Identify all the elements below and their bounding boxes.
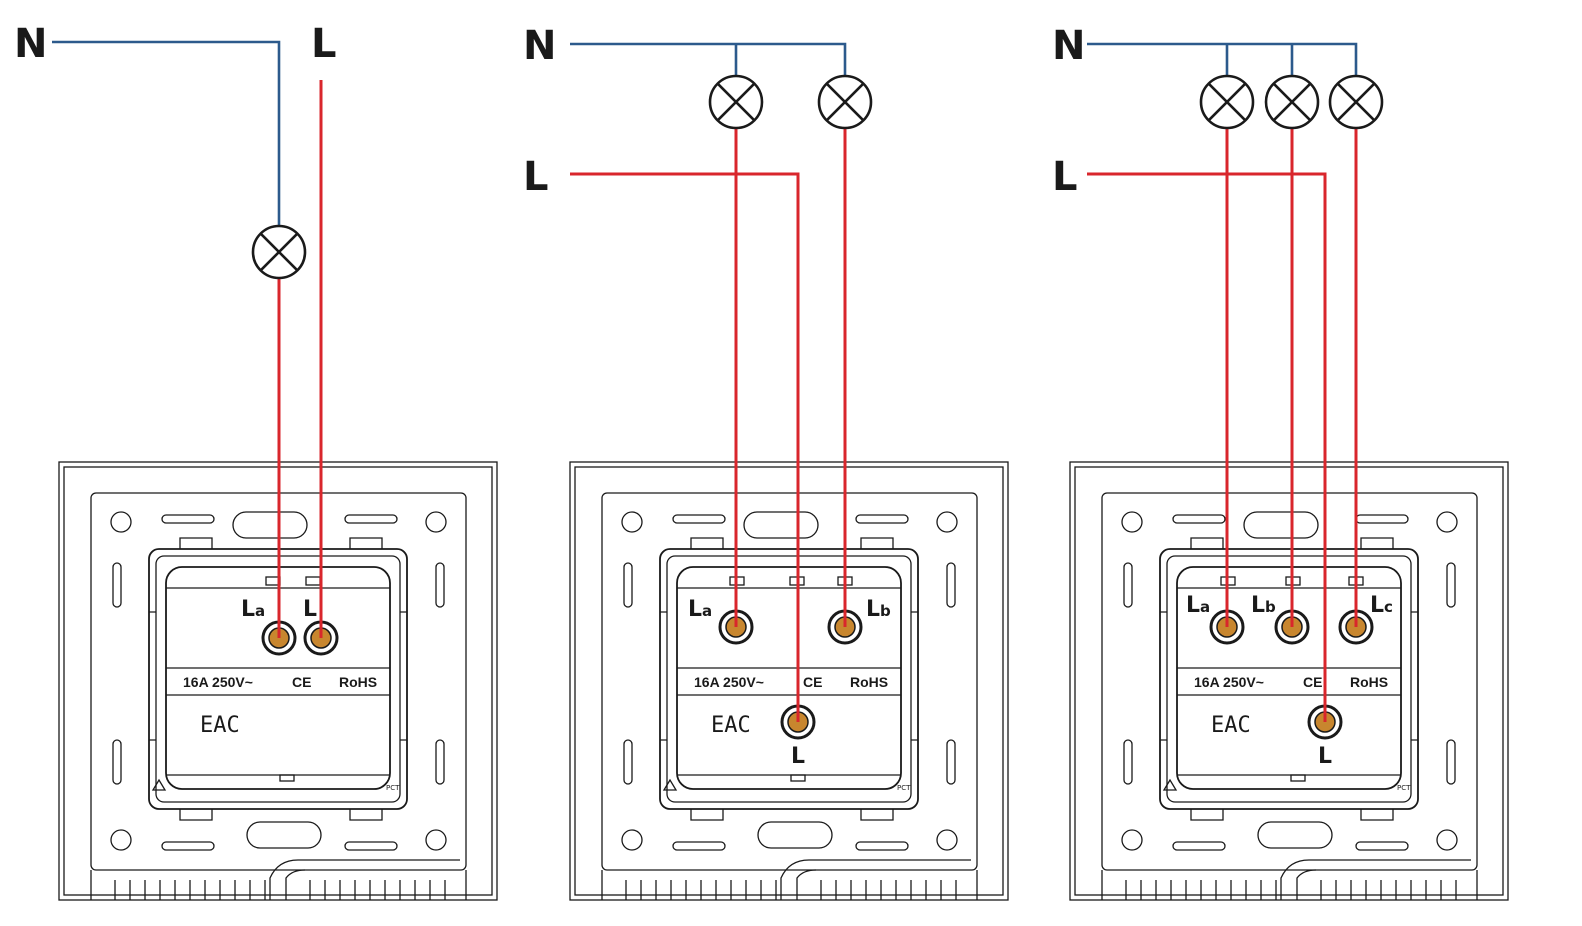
neutral-label: N [14,21,47,67]
terminal-label: La [688,597,712,622]
lamp-icon [1328,74,1384,130]
pct-mark: PCT [897,784,911,792]
line-label: L [311,21,337,67]
terminal-l-bottom: L [780,704,816,769]
terminal-label: Lb [1251,593,1276,618]
rating-text: 16A 250V~ [183,674,253,690]
terminal-label: L [1318,744,1332,769]
eac-mark: EAC [1211,713,1251,738]
pct-mark: PCT [1397,784,1411,792]
neutral-wire [1087,42,1358,76]
terminal-la: La [1186,593,1245,645]
rating-text: 16A 250V~ [694,674,764,690]
lamp-icon [1264,74,1320,130]
diagram-three-gang: PCT 16A 250V~ CE RoHS EAC La Lb Lc L [1052,23,1509,901]
eac-mark: EAC [200,713,240,738]
terminal-la: La [241,597,297,656]
switch-frame: PCT 16A 250V~ CE RoHS EAC [569,461,1009,901]
ce-mark: CE [292,674,311,690]
ce-mark: CE [1303,674,1322,690]
neutral-wire [52,40,281,226]
terminal-label: Lc [1370,593,1393,618]
terminal-label: L [303,597,317,622]
diagram-two-gang: PCT 16A 250V~ CE RoHS EAC La Lb L [523,23,1009,901]
terminal-lb: Lb [1251,593,1310,645]
rating-text: 16A 250V~ [1194,674,1264,690]
lamp-icon [708,74,764,130]
terminal-lb: Lb [827,597,891,645]
eac-mark: EAC [711,713,751,738]
neutral-wire [570,42,847,76]
lamp-icon [817,74,873,130]
terminal-label: Lb [866,597,891,622]
rohs-mark: RoHS [339,674,377,690]
rohs-mark: RoHS [1350,674,1388,690]
terminal-label: La [1186,593,1210,618]
pct-mark: PCT [386,784,400,792]
diagram-one-gang: PCT 16A 250V~ CE RoHS EAC La L N L [14,21,498,901]
terminal-la: La [688,597,754,645]
terminal-label: La [241,597,265,622]
live-wire [570,172,800,722]
live-wire [1087,172,1327,722]
switch-frame: PCT 16A 250V~ CE RoHS EAC [1069,461,1509,901]
line-label: L [1052,154,1078,200]
lamp-icon [1199,74,1255,130]
terminal-label: L [791,744,805,769]
line-label: L [523,154,549,200]
rohs-mark: RoHS [850,674,888,690]
neutral-label: N [1052,23,1085,69]
neutral-label: N [523,23,556,69]
terminal-lc: Lc [1338,593,1393,645]
ce-mark: CE [803,674,822,690]
lamp-icon [251,224,307,280]
